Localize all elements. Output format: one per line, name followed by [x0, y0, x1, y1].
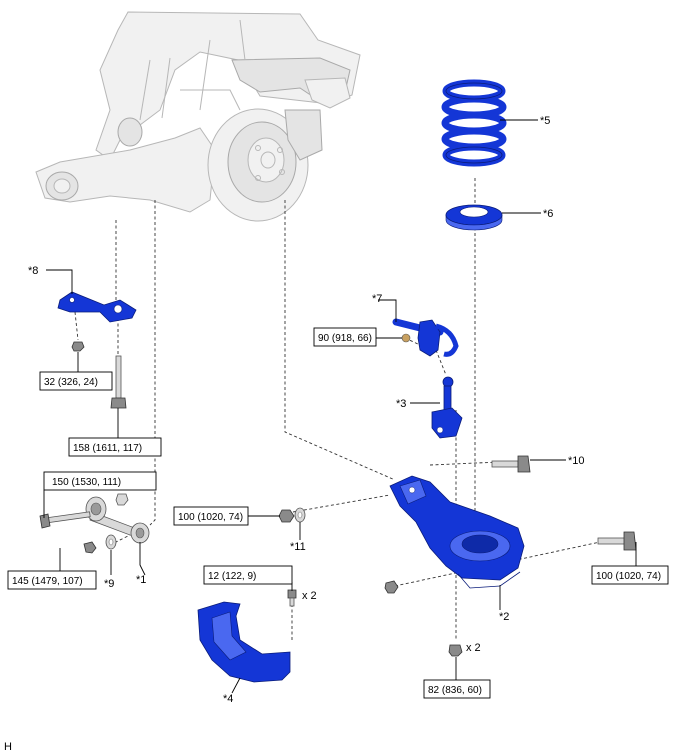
- callout-label: *7: [372, 293, 382, 305]
- bolt-part: [491, 455, 531, 473]
- torque-value-32: 32 (326, 24): [44, 377, 98, 388]
- torque-value-100-right: 100 (1020, 74): [596, 571, 661, 582]
- leader-lines: [43, 119, 637, 694]
- torque-spec-box: 158 (1611, 117): [68, 437, 162, 457]
- torque-value-158: 158 (1611, 117): [73, 443, 142, 454]
- callout-label: *6: [543, 208, 553, 220]
- coil-spring: [441, 79, 507, 167]
- stabilizer-link: [431, 376, 463, 439]
- torque-value-82: 82 (836, 60): [428, 685, 482, 696]
- lateral-link: [39, 493, 150, 554]
- torque-spec-box: 150 (1530, 111): [43, 471, 157, 491]
- stabilizer-bar: [392, 318, 459, 357]
- bracket-part: [57, 291, 137, 323]
- torque-spec-box: 12 (122, 9): [203, 565, 293, 585]
- torque-spec-box: 100 (1020, 74): [173, 506, 249, 526]
- quantity-label: x 2: [302, 590, 317, 602]
- callout-label: *10: [568, 455, 585, 467]
- assembly-lines: [59, 178, 601, 640]
- torque-spec-box: 32 (326, 24): [39, 371, 113, 391]
- lower-arm-cover: [197, 589, 297, 683]
- nut-part: [71, 341, 85, 352]
- nut-part: [384, 580, 399, 594]
- figure-code: H: [4, 741, 12, 753]
- nut-part: [278, 507, 306, 523]
- callout-label: *4: [223, 693, 233, 705]
- torque-value-150: 150 (1530, 111): [52, 477, 121, 488]
- callout-label: *9: [104, 578, 114, 590]
- callout-label: *5: [540, 115, 550, 127]
- quantity-label: x 2: [466, 642, 481, 654]
- spring-seat: [445, 204, 503, 231]
- torque-value-145: 145 (1479, 107): [12, 576, 83, 587]
- torque-value-100-left: 100 (1020, 74): [178, 512, 243, 523]
- callout-label: *8: [28, 265, 38, 277]
- bolt-part: [110, 355, 127, 409]
- callout-label: *3: [396, 398, 406, 410]
- torque-spec-box: 100 (1020, 74): [591, 565, 669, 585]
- vehicle-body-ghost: [35, 11, 361, 213]
- brake-rotor-ghost: [207, 108, 323, 222]
- callout-label: *11: [290, 541, 306, 553]
- bolt-part: [597, 531, 637, 551]
- torque-value-12: 12 (122, 9): [208, 571, 256, 582]
- torque-spec-box: 90 (918, 66): [313, 327, 377, 347]
- torque-spec-box: 145 (1479, 107): [7, 570, 97, 590]
- torque-spec-box: 82 (836, 60): [423, 679, 491, 699]
- lower-arm: [389, 475, 525, 589]
- nut-part: [448, 644, 463, 657]
- callout-label: *1: [136, 574, 146, 586]
- torque-value-90: 90 (918, 66): [318, 333, 372, 344]
- callout-label: *2: [499, 611, 509, 623]
